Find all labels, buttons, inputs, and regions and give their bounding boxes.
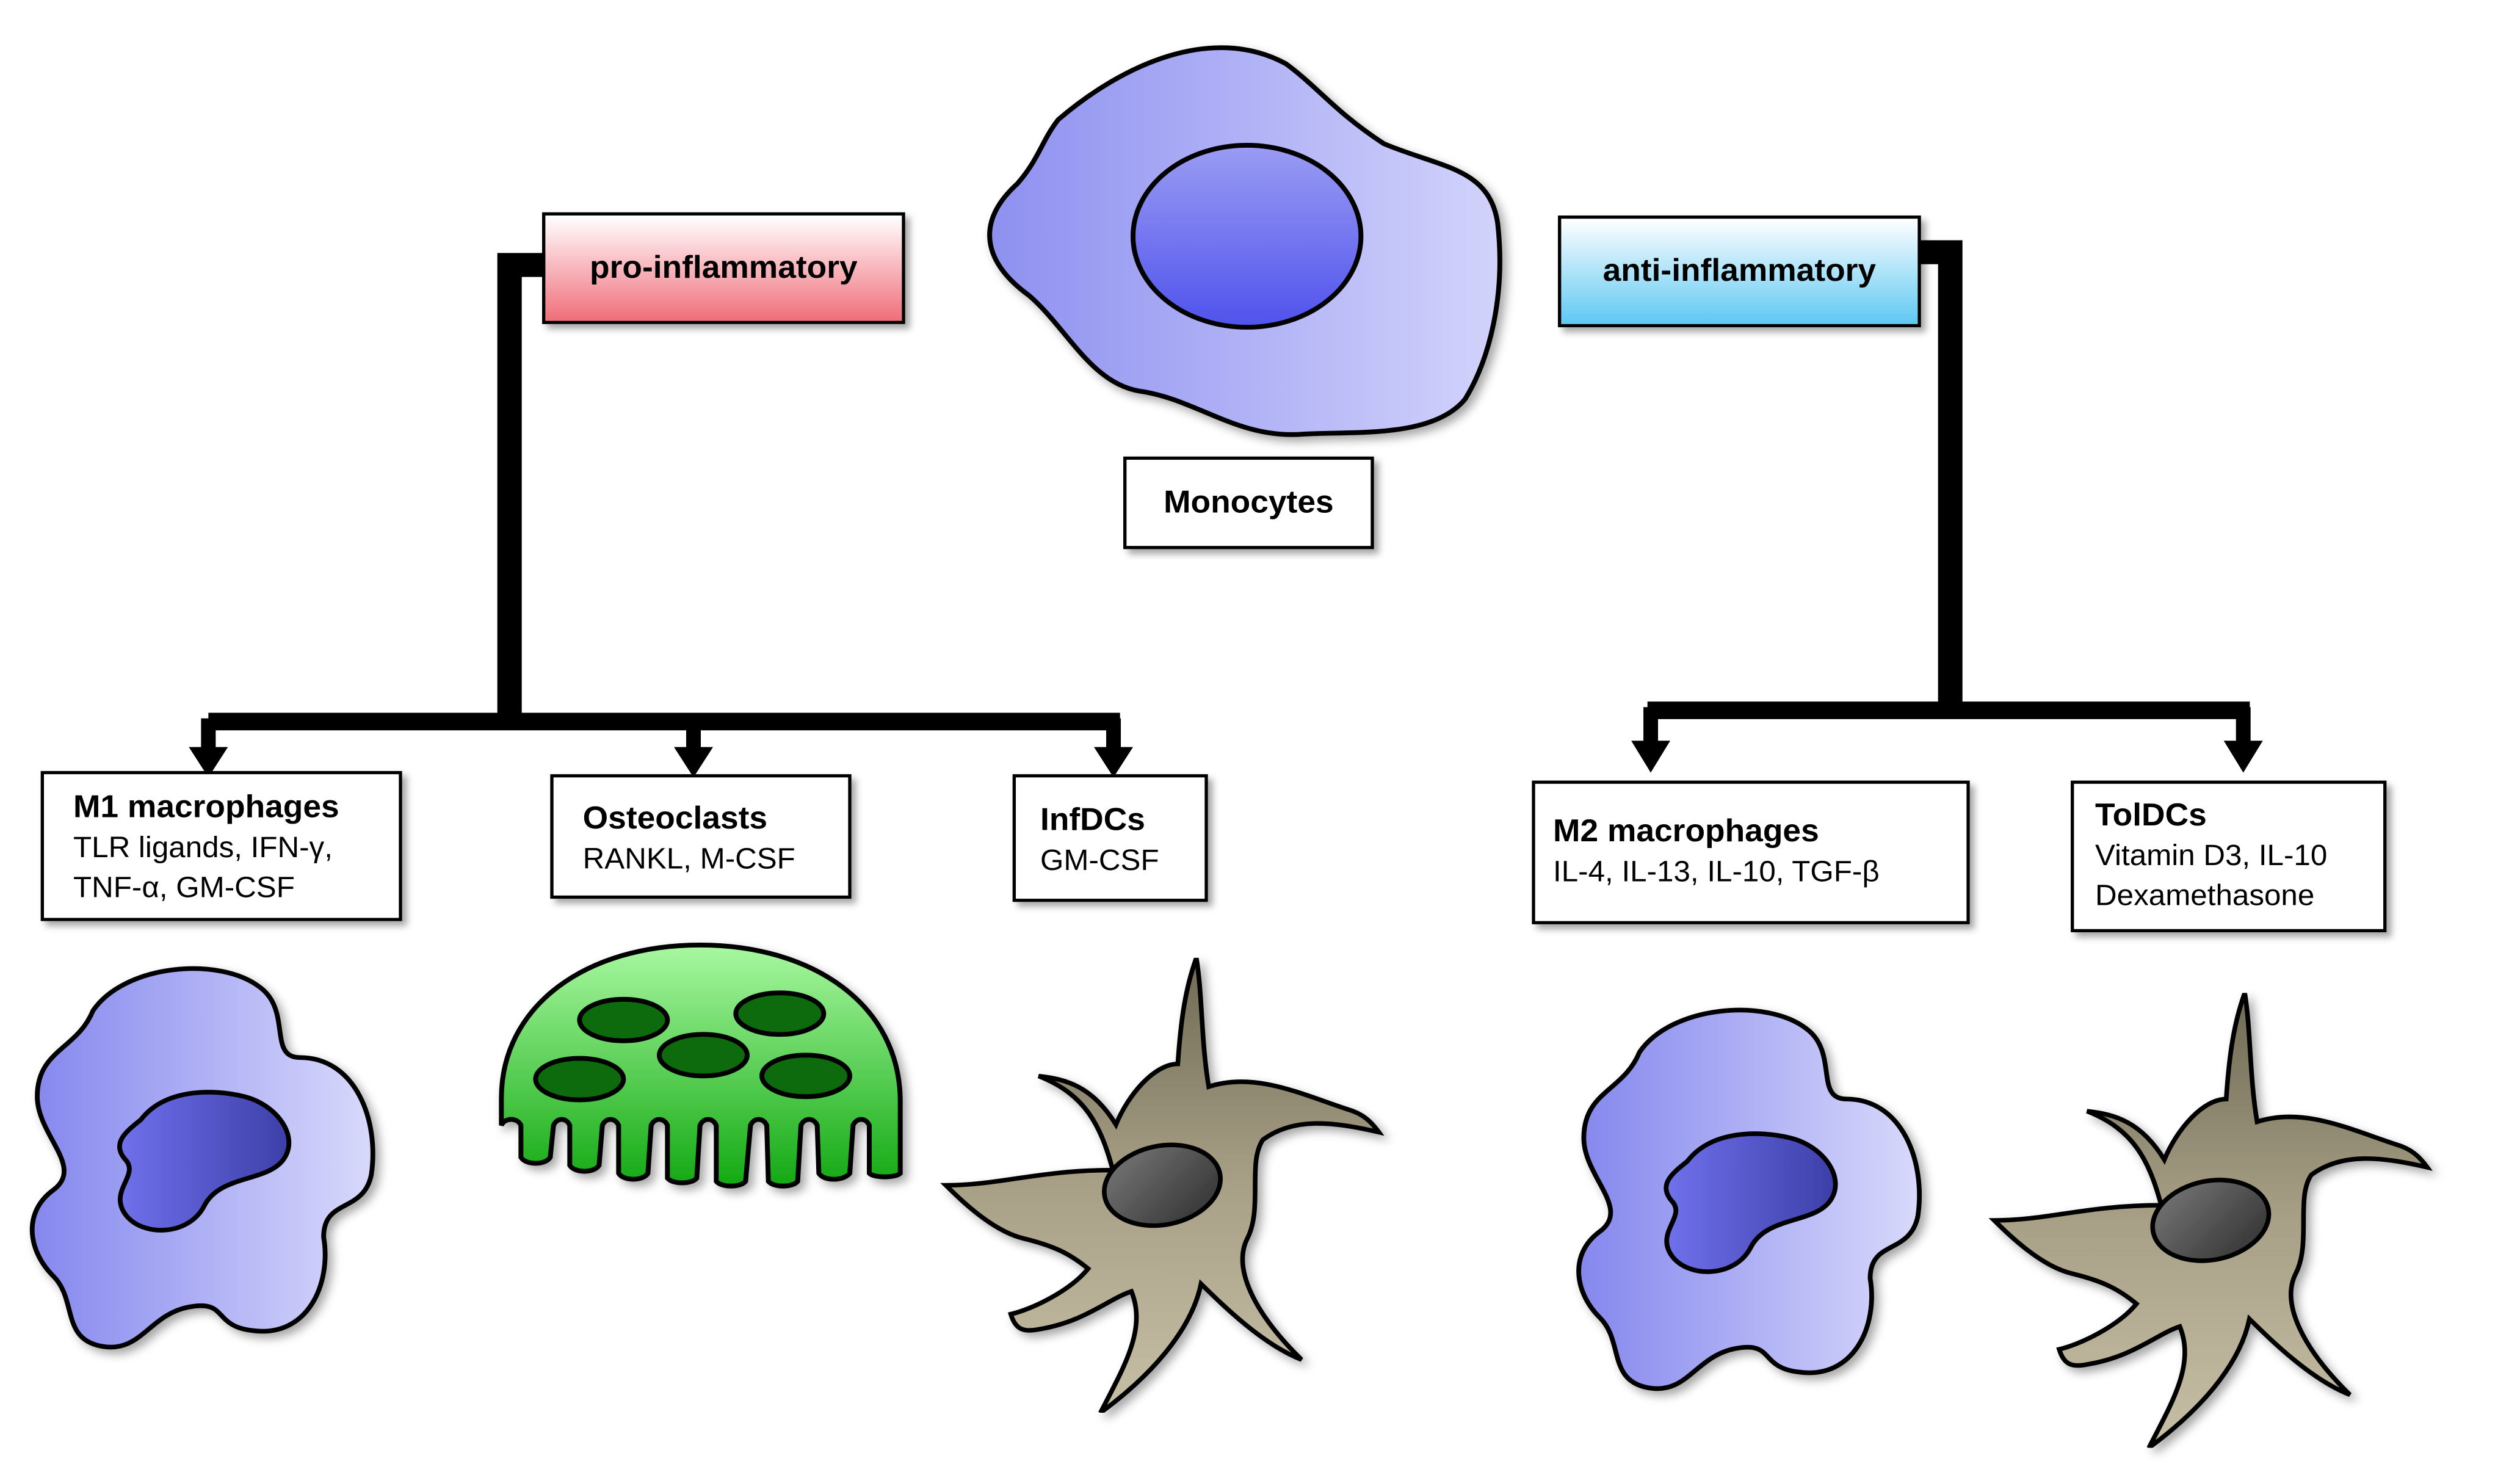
toldcs-inducers: Vitamin D3, IL-10 <box>2095 838 2328 872</box>
m2-macrophages-title: M2 macrophages <box>1553 814 1819 850</box>
osteoclast-nucleus-icon <box>533 1056 626 1103</box>
osteoclast-nucleus-icon <box>657 1032 750 1079</box>
toldcs-box: TolDCs Vitamin D3, IL-10 Dexamethasone <box>2071 780 2387 932</box>
osteoclasts-title: Osteoclasts <box>582 801 768 837</box>
toldcs-inducers-2: Dexamethasone <box>2095 878 2315 911</box>
osteoclasts-box: Osteoclasts RANKL, M-CSF <box>550 774 852 899</box>
osteoclast-icon <box>499 942 903 1189</box>
m1-macrophages-inducers-2: TNF-α, GM-CSF <box>73 870 295 904</box>
pro-inflammatory-label: pro-inflammatory <box>542 212 905 324</box>
arrow-heads <box>189 741 2263 778</box>
m2-macrophages-box: M2 macrophages IL-4, IL-13, IL-10, TGF-β <box>1532 780 1970 924</box>
arrow-osteoclasts-icon <box>674 747 714 778</box>
m1-macrophages-box: M1 macrophages TLR ligands, IFN-γ, TNF-α… <box>40 770 402 921</box>
osteoclast-nucleus-icon <box>577 996 670 1043</box>
m1-macrophages-title: M1 macrophages <box>73 790 339 825</box>
anti-inflammatory-label: anti-inflammatory <box>1558 215 1921 328</box>
osteoclast-nucleus-icon <box>759 1053 853 1100</box>
arrow-m2-icon <box>1631 741 1671 773</box>
monocytes-label: Monocytes <box>1123 456 1374 549</box>
monocyte-cell-icon <box>987 45 1502 437</box>
infdc-dendritic-cell-icon <box>946 958 1378 1413</box>
infdcs-title: InfDCs <box>1040 803 1145 838</box>
infdcs-box: InfDCs GM-CSF <box>1012 774 1208 902</box>
m1-macrophages-inducers: TLR ligands, IFN-γ, <box>73 830 333 864</box>
toldcs-title: TolDCs <box>2095 798 2207 833</box>
m2-macrophage-icon <box>1579 1010 1919 1389</box>
monocyte-nucleus-icon <box>1131 143 1364 330</box>
osteoclast-nucleus-icon <box>733 990 827 1037</box>
m2-macrophages-inducers: IL-4, IL-13, IL-10, TGF-β <box>1553 853 1880 888</box>
toldc-dendritic-cell-icon <box>1994 993 2427 1448</box>
connector-lines <box>201 240 2251 750</box>
m1-macrophage-icon <box>32 969 373 1347</box>
osteoclasts-inducers: RANKL, M-CSF <box>582 841 795 875</box>
arrow-m1-icon <box>189 747 228 778</box>
arrow-toldcs-icon <box>2223 741 2263 773</box>
arrow-infdcs-icon <box>1094 747 1134 778</box>
infdcs-inducers: GM-CSF <box>1040 843 1159 877</box>
